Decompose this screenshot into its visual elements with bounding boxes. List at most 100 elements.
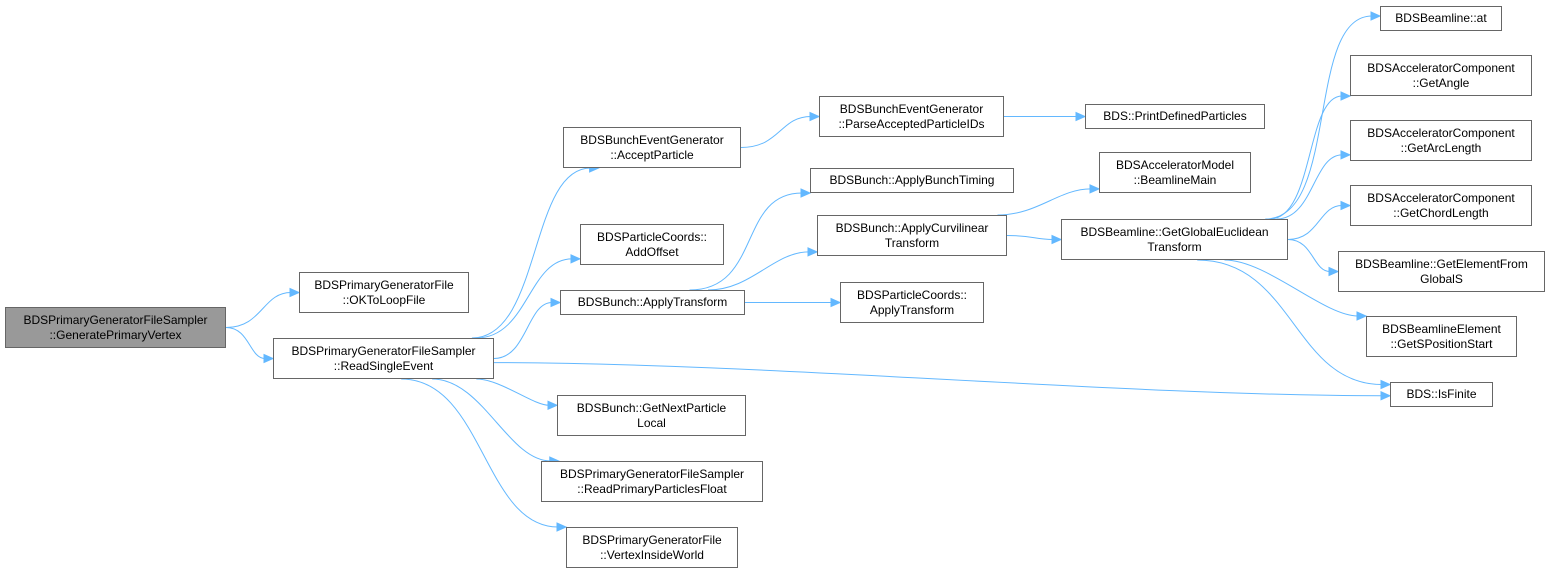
node-vertex-inside-world[interactable]: BDSPrimaryGeneratorFile ::VertexInsideWo… [566, 527, 738, 568]
node-get-s-position-start[interactable]: BDSBeamlineElement ::GetSPositionStart [1366, 316, 1517, 357]
node-label-line2: ::ReadPrimaryParticlesFloat [577, 481, 727, 496]
node-label-line1: BDSBunchEventGenerator [580, 132, 724, 147]
edge-generate_primary_vertex-to-read_single_event [225, 327, 266, 359]
node-label-line1: BDSPrimaryGeneratorFile [582, 532, 722, 547]
edge-get_global_euclidean_transform-to-is_finite [1197, 259, 1383, 385]
edge-apply_curvilinear_transform-to-beamline_main [997, 188, 1092, 216]
node-label-line2: ::OKToLoopFile [342, 292, 426, 307]
node-label-line1: BDSBunch::ApplyCurvilinear [835, 220, 989, 235]
node-label-line1: BDSBunch::GetNextParticle [576, 400, 727, 415]
edge-get_global_euclidean_transform-to-get_chord_length [1287, 205, 1343, 240]
node-label-line2: AddOffset [625, 244, 679, 259]
node-read-primary-particles-float[interactable]: BDSPrimaryGeneratorFileSampler ::ReadPri… [541, 461, 763, 502]
arrowhead-get_global_euclidean_transform-to-beamline_at [1370, 11, 1382, 21]
node-label-line1: BDSBunchEventGenerator [839, 101, 984, 116]
node-label-line2: ::GeneratePrimaryVertex [49, 327, 182, 342]
arrowhead-apply_curvilinear_transform-to-get_global_euclidean_transform [1051, 234, 1063, 245]
arrowhead-bunch_apply_transform-to-coords_apply_transform [830, 297, 842, 308]
edge-bunch_apply_transform-to-apply_curvilinear_transform [707, 251, 810, 291]
node-label-line2: Transform [1147, 239, 1202, 254]
node-print-defined-particles[interactable]: BDS::PrintDefinedParticles [1085, 104, 1265, 129]
node-label-line2: ::AcceptParticle [610, 147, 694, 162]
node-get-arc-length[interactable]: BDSAcceleratorComponent ::GetArcLength [1350, 120, 1532, 161]
node-label-line2: ::GetArcLength [1400, 140, 1482, 155]
edge-read_single_event-to-vertex_inside_world [401, 378, 559, 528]
arrowhead-get_global_euclidean_transform-to-get_s_position_start [1356, 311, 1368, 321]
node-is-finite[interactable]: BDS::IsFinite [1390, 382, 1493, 407]
node-label-line1: BDSBunch::ApplyBunchTiming [829, 173, 995, 187]
node-apply-curvilinear-transform[interactable]: BDSBunch::ApplyCurvilinear Transform [817, 215, 1007, 256]
node-label-line2: Transform [884, 235, 940, 250]
node-get-global-euclidean-transform[interactable]: BDSBeamline::GetGlobalEuclidean Transfor… [1061, 219, 1288, 260]
node-label-line2: ::VertexInsideWorld [600, 547, 704, 562]
node-get-angle[interactable]: BDSAcceleratorComponent ::GetAngle [1350, 55, 1532, 96]
arrowhead-read_single_event-to-is_finite [1380, 390, 1392, 401]
node-label-line1: BDSParticleCoords:: [596, 229, 708, 244]
edge-read_single_event-to-read_primary_particles_float [432, 378, 551, 462]
node-label-line1: BDSAcceleratorComponent [1367, 190, 1515, 205]
arrowhead-generate_primary_vertex-to-read_single_event [263, 353, 275, 364]
arrowhead-get_global_euclidean_transform-to-is_finite [1380, 379, 1392, 390]
arrowhead-accept_particle-to-parse_accepted_particle_ids [809, 111, 821, 122]
edge-generate_primary_vertex-to-ok_to_loop_file [225, 292, 292, 328]
node-get-next-particle-local[interactable]: BDSBunch::GetNextParticle Local [557, 395, 746, 436]
node-label-line1: BDS::IsFinite [1406, 387, 1477, 401]
node-coords-apply-transform[interactable]: BDSParticleCoords:: ApplyTransform [840, 282, 984, 323]
node-add-offset[interactable]: BDSParticleCoords:: AddOffset [580, 224, 724, 265]
node-label-line1: BDSAcceleratorComponent [1367, 125, 1515, 140]
edge-accept_particle-to-parse_accepted_particle_ids [740, 116, 812, 148]
node-label-line1: BDSBeamline::GetElementFrom [1355, 256, 1528, 271]
edge-get_global_euclidean_transform-to-beamline_at [1265, 15, 1373, 220]
node-label-line1: BDSAcceleratorComponent [1367, 60, 1515, 75]
node-label-line1: BDSAcceleratorModel [1115, 157, 1235, 172]
node-apply-bunch-timing[interactable]: BDSBunch::ApplyBunchTiming [810, 168, 1014, 193]
node-label-line1: BDSBunch::ApplyTransform [577, 295, 728, 309]
node-label-line2: GlobalS [1420, 271, 1463, 286]
node-label-line1: BDSParticleCoords:: [856, 287, 968, 302]
node-label-line1: BDSBeamline::at [1395, 11, 1487, 25]
node-label-line1: BDSPrimaryGeneratorFileSampler [559, 466, 745, 481]
node-label-line1: BDSPrimaryGeneratorFileSampler [23, 312, 208, 327]
arrowhead-get_global_euclidean_transform-to-get_element_from_global_s [1328, 266, 1340, 277]
arrowhead-apply_curvilinear_transform-to-beamline_main [1089, 184, 1101, 194]
node-beamline-at[interactable]: BDSBeamline::at [1380, 6, 1502, 31]
arrowhead-get_global_euclidean_transform-to-get_chord_length [1340, 200, 1352, 211]
arrowhead-generate_primary_vertex-to-ok_to_loop_file [289, 287, 301, 298]
node-parse-accepted-particle-ids[interactable]: BDSBunchEventGenerator ::ParseAcceptedPa… [819, 96, 1004, 137]
arrowhead-get_global_euclidean_transform-to-get_angle [1340, 91, 1352, 101]
arrowhead-read_single_event-to-vertex_inside_world [556, 522, 568, 532]
node-get-element-from-global-s[interactable]: BDSBeamline::GetElementFrom GlobalS [1338, 251, 1545, 292]
node-label-line1: BDSPrimaryGeneratorFile [314, 277, 454, 292]
node-label-line1: BDSBeamline::GetGlobalEuclidean [1080, 224, 1269, 239]
edge-read_single_event-to-bunch_apply_transform [493, 302, 553, 359]
arrowhead-parse_accepted_particle_ids-to-print_defined_particles [1075, 111, 1087, 122]
node-get-chord-length[interactable]: BDSAcceleratorComponent ::GetChordLength [1350, 185, 1532, 226]
node-accept-particle[interactable]: BDSBunchEventGenerator ::AcceptParticle [563, 127, 741, 168]
edge-get_global_euclidean_transform-to-get_angle [1269, 95, 1343, 220]
node-label-line2: ::BeamlineMain [1133, 172, 1217, 187]
node-label-line2: ::ParseAcceptedParticleIDs [838, 116, 985, 131]
edge-read_single_event-to-is_finite [493, 362, 1383, 397]
arrowhead-bunch_apply_transform-to-apply_bunch_timing [800, 188, 812, 198]
node-label-line2: ApplyTransform [869, 302, 955, 317]
edge-read_single_event-to-get_next_particle_local [476, 378, 550, 406]
edge-bunch_apply_transform-to-apply_bunch_timing [689, 192, 803, 291]
node-beamline-main[interactable]: BDSAcceleratorModel ::BeamlineMain [1099, 152, 1251, 193]
node-ok-to-loop-file[interactable]: BDSPrimaryGeneratorFile ::OKToLoopFile [299, 272, 469, 313]
node-generate-primary-vertex: BDSPrimaryGeneratorFileSampler ::Generat… [5, 307, 226, 348]
arrowhead-get_global_euclidean_transform-to-get_arc_length [1340, 150, 1352, 160]
node-read-single-event[interactable]: BDSPrimaryGeneratorFileSampler ::ReadSin… [273, 338, 494, 379]
node-label-line1: BDSPrimaryGeneratorFileSampler [291, 343, 476, 358]
node-label-line2: Local [637, 415, 666, 430]
node-bunch-apply-transform[interactable]: BDSBunch::ApplyTransform [560, 290, 745, 315]
node-label-line2: ::GetAngle [1412, 75, 1470, 90]
arrowhead-read_single_event-to-add_offset [570, 254, 582, 264]
edge-read_single_event-to-add_offset [476, 258, 573, 339]
node-label-line2: ::ReadSingleEvent [333, 358, 434, 373]
node-label-line1: BDS::PrintDefinedParticles [1103, 109, 1247, 123]
node-label-line2: ::GetSPositionStart [1390, 336, 1493, 351]
edge-read_single_event-to-accept_particle [471, 167, 591, 339]
edge-get_global_euclidean_transform-to-get_arc_length [1276, 154, 1343, 220]
